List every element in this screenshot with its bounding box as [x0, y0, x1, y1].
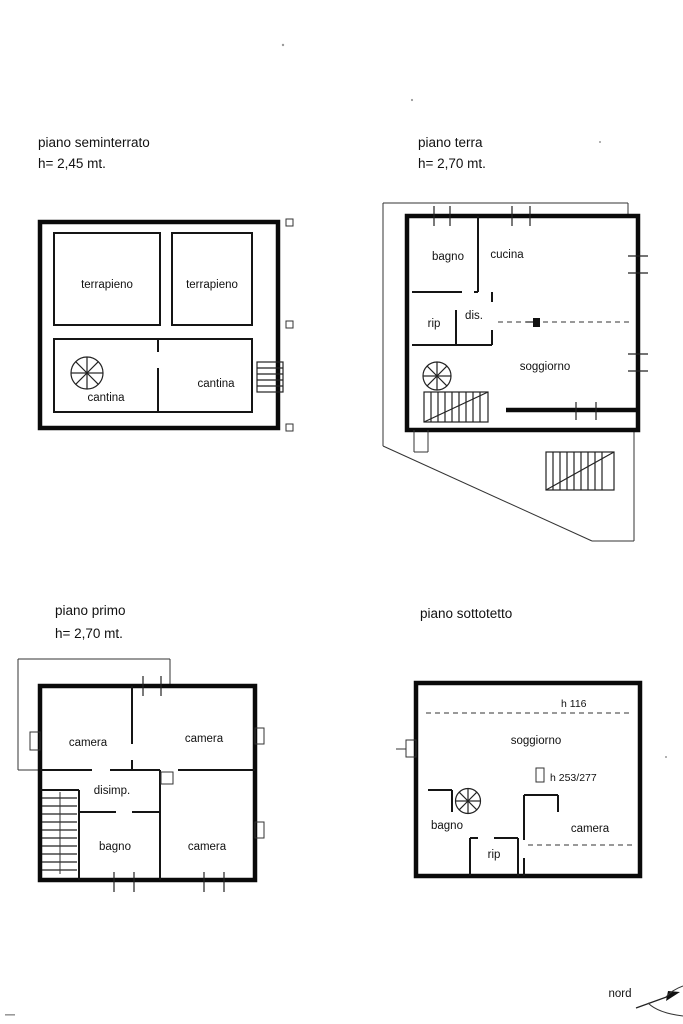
sottotetto-inner-walls	[428, 767, 559, 876]
plan-seminterrato-title: piano seminterrato	[38, 135, 150, 150]
plan-terra: piano terra h= 2,70 mt.	[382, 135, 648, 542]
external-staircase	[545, 451, 615, 491]
room-label-bagno: bagno	[432, 251, 464, 263]
door-leaf-symbol	[535, 767, 545, 783]
scan-speckles	[5, 43, 667, 1016]
spiral-staircase	[454, 787, 482, 815]
plan-sottotetto: piano sottotetto	[396, 606, 643, 879]
room-label-disimp: disimp.	[94, 785, 130, 797]
room-label-camera: camera	[571, 823, 610, 835]
room-label-cantina-right: cantina	[197, 378, 235, 390]
spiral-staircase	[70, 356, 104, 390]
plan-seminterrato-height: h= 2,45 mt.	[38, 156, 106, 171]
north-arrow-icon	[635, 985, 683, 1017]
door-leaf-symbol	[160, 771, 174, 785]
plan-terra-title: piano terra	[418, 135, 483, 150]
wall-marker-squares	[285, 218, 294, 432]
primo-inner-walls	[40, 686, 255, 880]
primo-window-ticks	[29, 676, 265, 892]
plan-terra-height: h= 2,70 mt.	[418, 156, 486, 171]
room-label-soggiorno: soggiorno	[520, 361, 571, 373]
room-label-soggiorno: soggiorno	[511, 735, 562, 747]
plan-primo-title: piano primo	[55, 603, 126, 618]
plan-seminterrato: piano seminterrato h= 2,45 mt.	[37, 135, 294, 432]
entry-steps	[413, 430, 429, 453]
annotation-h116: h 116	[561, 698, 587, 710]
terra-outer-walls	[404, 213, 641, 433]
room-label-terrapieno-left: terrapieno	[81, 279, 133, 291]
primo-outer-walls	[37, 683, 258, 883]
seminterrato-inner-walls	[53, 232, 253, 413]
sottotetto-outer-walls	[413, 680, 643, 879]
terra-section-dashed-line	[498, 318, 630, 327]
compass: nord	[608, 985, 683, 1017]
room-label-bagno: bagno	[431, 820, 463, 832]
room-label-rip: rip	[488, 849, 501, 861]
room-label-camera-ne: camera	[185, 733, 224, 745]
terra-window-ticks	[433, 206, 648, 420]
terra-terrace-outline	[382, 202, 635, 542]
exterior-steps	[256, 361, 284, 393]
spiral-staircase	[422, 361, 452, 391]
room-label-cucina: cucina	[490, 249, 524, 261]
sottotetto-height-lines	[426, 712, 632, 846]
terra-inner-walls	[412, 216, 493, 346]
plan-primo-height: h= 2,70 mt.	[55, 626, 123, 641]
room-label-dis: dis.	[465, 310, 483, 322]
room-label-bagno: bagno	[99, 841, 131, 853]
interior-staircase	[423, 391, 489, 423]
room-label-rip: rip	[428, 318, 441, 330]
plan-primo: piano primo h= 2,70 mt.	[17, 603, 265, 892]
seminterrato-outer-walls	[37, 219, 281, 431]
plan-sottotetto-title: piano sottotetto	[420, 606, 512, 621]
room-label-camera-nw: camera	[69, 737, 108, 749]
primo-balcony-outline	[17, 658, 171, 771]
interior-staircase	[42, 792, 77, 874]
annotation-h253-277: h 253/277	[550, 772, 597, 784]
compass-label: nord	[608, 988, 631, 1000]
room-label-cantina-left: cantina	[87, 392, 125, 404]
sottotetto-window-ticks	[396, 739, 417, 758]
room-label-camera-se: camera	[188, 841, 227, 853]
room-label-terrapieno-right: terrapieno	[186, 279, 238, 291]
